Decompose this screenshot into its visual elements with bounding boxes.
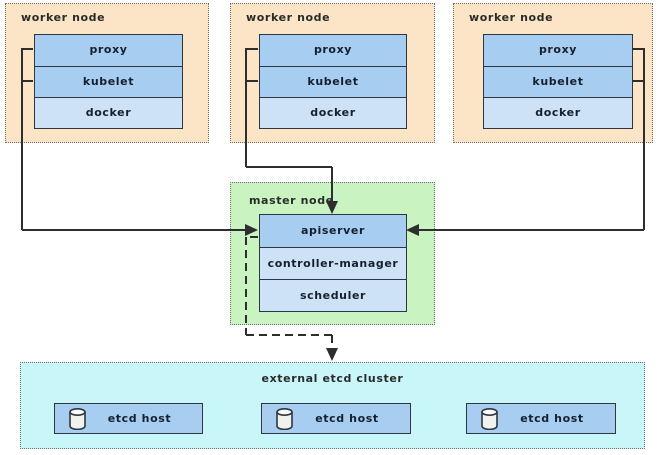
master-node: master node apiserver controller-manager… <box>230 182 435 325</box>
component-apiserver: apiserver <box>260 215 406 247</box>
etcd-host-label: etcd host <box>107 412 172 425</box>
component-kubelet: kubelet <box>484 66 632 97</box>
worker-node-3-stack: proxy kubelet docker <box>483 34 633 129</box>
component-proxy: proxy <box>484 35 632 66</box>
component-docker: docker <box>484 97 632 128</box>
external-etcd-cluster: external etcd cluster etcd host etcd hos… <box>20 362 645 449</box>
database-cylinder-icon <box>68 407 87 430</box>
etcd-host-3: etcd host <box>466 403 616 434</box>
worker-node-3: worker node proxy kubelet docker <box>453 3 653 143</box>
etcd-host-label: etcd host <box>315 412 379 425</box>
master-node-title: master node <box>249 194 334 207</box>
apiserver-to-etcd-arrowhead <box>326 348 338 361</box>
component-docker: docker <box>35 97 182 128</box>
worker-node-1-stack: proxy kubelet docker <box>34 34 183 129</box>
worker-node-1-title: worker node <box>21 11 106 24</box>
worker-node-3-title: worker node <box>469 11 554 24</box>
component-scheduler: scheduler <box>260 279 406 311</box>
worker-node-2-title: worker node <box>246 11 331 24</box>
worker-node-2: worker node proxy kubelet docker <box>230 3 435 143</box>
worker-node-1: worker node proxy kubelet docker <box>5 3 209 143</box>
worker-node-2-stack: proxy kubelet docker <box>259 34 407 129</box>
etcd-host-2: etcd host <box>261 403 411 434</box>
database-cylinder-icon <box>275 407 294 430</box>
etcd-cluster-title: external etcd cluster <box>261 372 404 385</box>
component-proxy: proxy <box>35 35 182 66</box>
etcd-host-1: etcd host <box>54 403 203 434</box>
master-node-stack: apiserver controller-manager scheduler <box>259 214 407 312</box>
component-kubelet: kubelet <box>35 66 182 97</box>
etcd-host-label: etcd host <box>520 412 584 425</box>
component-controller-manager: controller-manager <box>260 247 406 279</box>
component-docker: docker <box>260 97 406 128</box>
component-proxy: proxy <box>260 35 406 66</box>
database-cylinder-icon <box>480 407 499 430</box>
component-kubelet: kubelet <box>260 66 406 97</box>
